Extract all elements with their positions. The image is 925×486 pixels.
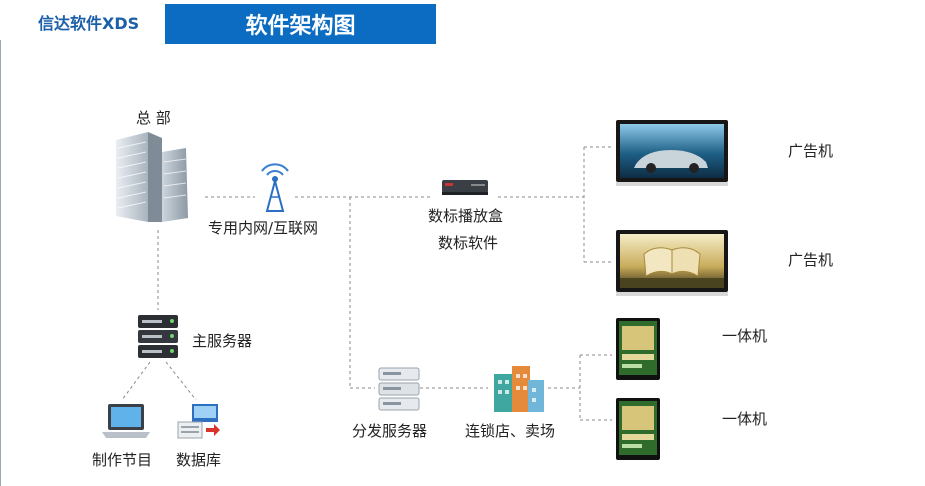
left-border	[0, 40, 1, 486]
main-server-label: 主服务器	[192, 332, 253, 350]
brand-name: 信达软件XDS	[38, 14, 140, 33]
page-title: 软件架构图	[165, 4, 436, 44]
make-program-label: 制作节目	[92, 451, 153, 469]
dist-server-label: 分发服务器	[352, 422, 428, 440]
ad-screen-icon	[616, 120, 728, 186]
laptop-icon	[102, 404, 150, 438]
network-label: 专用内网/互联网	[208, 219, 319, 237]
media-player-box-icon	[442, 180, 488, 195]
server-rack-icon	[138, 315, 178, 358]
player-box-label: 数标播放盒	[428, 207, 504, 225]
kiosk-1-label: 一体机	[722, 327, 768, 345]
ad-machine-1-label: 广告机	[788, 142, 834, 160]
chain-store-label: 连锁店、卖场	[465, 422, 556, 440]
database-icon	[177, 404, 220, 439]
line-server-laptop	[121, 361, 151, 401]
database-label: 数据库	[176, 451, 222, 469]
antenna-icon	[261, 163, 289, 212]
line-server-db	[165, 361, 197, 401]
kiosk-2-label: 一体机	[722, 410, 768, 428]
ad-machine-2-label: 广告机	[788, 251, 834, 269]
player-software-label: 数标软件	[438, 234, 499, 252]
server-stack-icon	[378, 367, 420, 411]
kiosk-icon	[616, 398, 660, 460]
page-title-text: 软件架构图	[245, 14, 356, 39]
kiosk-icon	[616, 318, 660, 380]
office-building-icon	[494, 366, 544, 412]
ad-screen-icon	[616, 230, 728, 296]
hq-label: 总 部	[136, 109, 171, 127]
building-icon	[116, 132, 188, 222]
